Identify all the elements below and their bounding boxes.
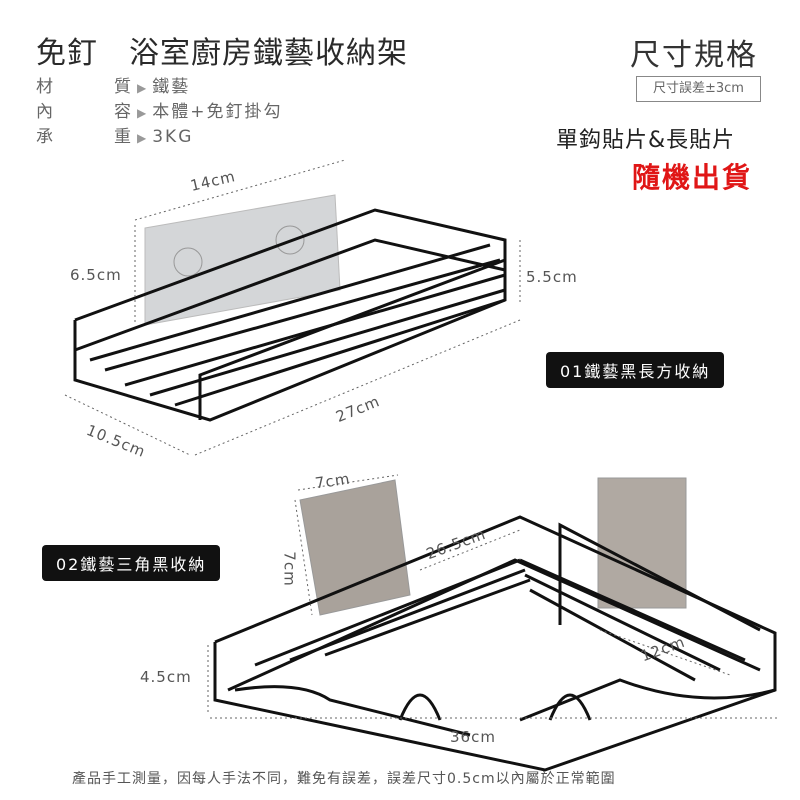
rack1-dimension-lines xyxy=(64,159,521,456)
rack2-adhesive-pads xyxy=(299,477,687,616)
spec-value: 3KG xyxy=(152,127,194,147)
spec-label: 質 xyxy=(114,77,133,97)
page-title: 免釘 浴室廚房鐵藝收納架 xyxy=(36,36,408,71)
spec-label: 承 xyxy=(36,127,55,147)
spec-label: 重 xyxy=(114,127,133,147)
product1-badge: 01鐵藝黑長方收納 xyxy=(546,352,725,388)
dim-rack1-right-height: 5.5cm xyxy=(526,268,578,286)
spec-material: 材 質 ▶鐵藝 xyxy=(36,72,190,97)
rack1-wire-shelf xyxy=(73,208,507,422)
spec-label: 材 xyxy=(36,77,55,97)
rack2-dimension-lines xyxy=(207,474,780,719)
dim-rack2-pad-height: 7cm xyxy=(280,551,299,587)
dim-rack2-height: 4.5cm xyxy=(140,668,192,686)
product2-badge: 02鐵藝三角黑收納 xyxy=(42,545,221,581)
spec-contents: 內 容 ▶本體+免釘掛勾 xyxy=(36,97,282,122)
footer-note: 產品手工測量，因每人手法不同，難免有誤差，誤差尺寸0.5cm以內屬於正常範圍 xyxy=(72,771,616,787)
triangle-icon: ▶ xyxy=(137,131,149,145)
tolerance-box: 尺寸誤差±3cm xyxy=(636,76,761,102)
triangle-icon: ▶ xyxy=(137,81,149,95)
spec-label: 容 xyxy=(114,102,133,122)
rack2-wire-shelf xyxy=(213,515,777,772)
dim-rack1-left-height: 6.5cm xyxy=(70,266,122,284)
spec-value: 本體+免釘掛勾 xyxy=(152,102,283,122)
triangle-icon: ▶ xyxy=(137,106,149,120)
spec-value: 鐵藝 xyxy=(152,77,191,97)
spec-label: 內 xyxy=(36,102,55,122)
random-shipping-note: 隨機出貨 xyxy=(632,161,753,194)
sticker-note: 單鈎貼片&長貼片 xyxy=(556,128,736,153)
size-title: 尺寸規格 xyxy=(630,38,758,73)
spec-load: 承 重 ▶3KG xyxy=(36,122,193,147)
dim-rack2-width: 36cm xyxy=(450,728,496,746)
